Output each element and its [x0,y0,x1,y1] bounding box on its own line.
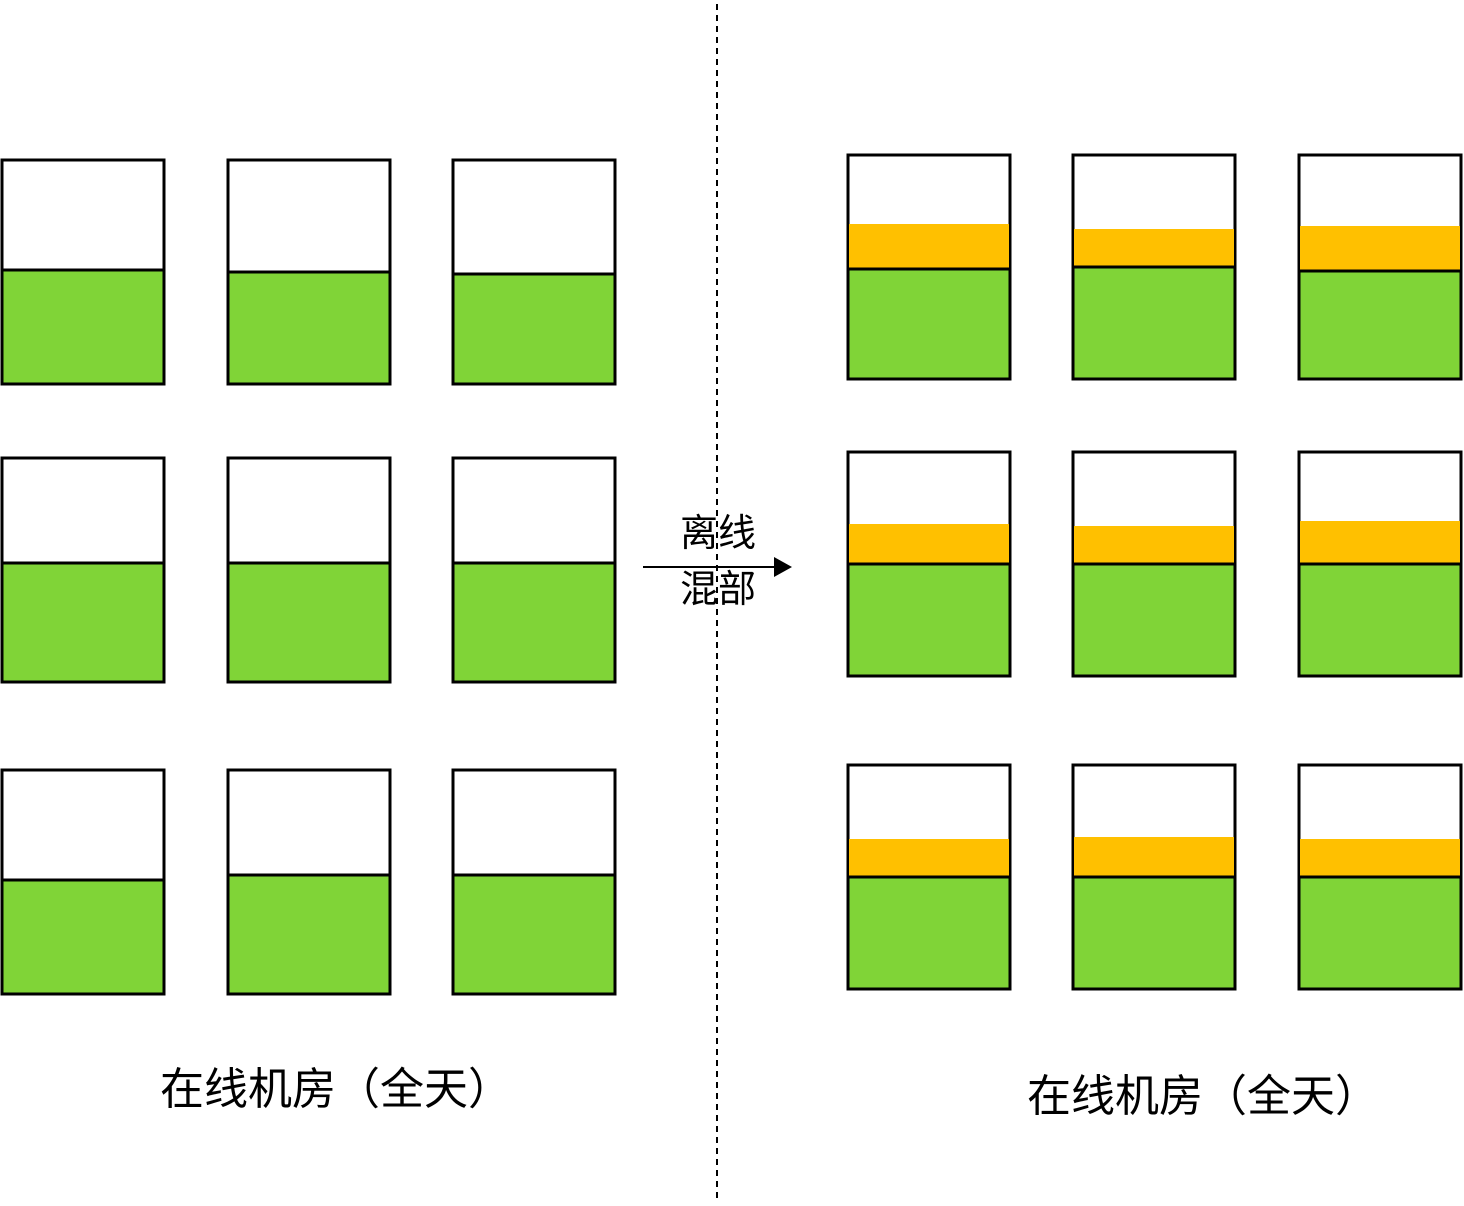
left-server-1 [0,158,166,386]
online-load-bar [0,561,166,684]
offline-load-bar [849,839,1009,877]
offline-load-bar [849,524,1009,564]
offline-load-bar [849,224,1009,269]
online-load-bar [1297,269,1463,381]
online-load-bar [1071,562,1237,678]
online-load-bar [846,267,1012,381]
arrow-label-offline: 离线 [680,511,757,555]
right-server-9 [1297,763,1463,991]
online-load-bar [1071,875,1237,991]
online-load-bar [846,875,1012,991]
right-server-4 [846,450,1012,678]
online-load-bar [226,873,392,996]
left-server-2 [226,158,392,386]
online-load-bar [451,873,617,996]
mixing-arrow [643,557,792,577]
offline-load-bar [1300,521,1460,564]
right-panel-caption: 在线机房（全天） [1027,1071,1379,1122]
arrow-label-mixing: 混部 [680,567,757,611]
online-load-bar [1297,875,1463,991]
online-load-bar [1071,265,1237,381]
left-panel-caption: 在线机房（全天） [160,1064,512,1115]
left-server-6 [451,456,617,684]
right-server-6 [1297,450,1463,678]
offline-load-bar [1300,839,1460,877]
online-load-bar [451,561,617,684]
left-server-8 [226,768,392,996]
right-server-8 [1071,763,1237,991]
offline-load-bar [1074,526,1234,564]
offline-load-bar [1300,226,1460,271]
left-server-5 [226,456,392,684]
right-panel-online-datacenter [846,153,1463,991]
online-load-bar [1297,562,1463,678]
online-load-bar [0,268,166,386]
online-load-bar [846,562,1012,678]
left-panel-online-datacenter [0,158,617,996]
offline-load-bar [1074,837,1234,877]
online-load-bar [0,878,166,996]
left-server-9 [451,768,617,996]
online-load-bar [226,561,392,684]
left-server-3 [451,158,617,386]
right-server-3 [1297,153,1463,381]
offline-load-bar [1074,229,1234,267]
left-server-7 [0,768,166,996]
online-load-bar [226,270,392,386]
right-server-1 [846,153,1012,381]
right-server-2 [1071,153,1237,381]
right-server-5 [1071,450,1237,678]
left-server-4 [0,456,166,684]
arrow-head [774,557,792,577]
online-load-bar [451,272,617,386]
right-server-7 [846,763,1012,991]
